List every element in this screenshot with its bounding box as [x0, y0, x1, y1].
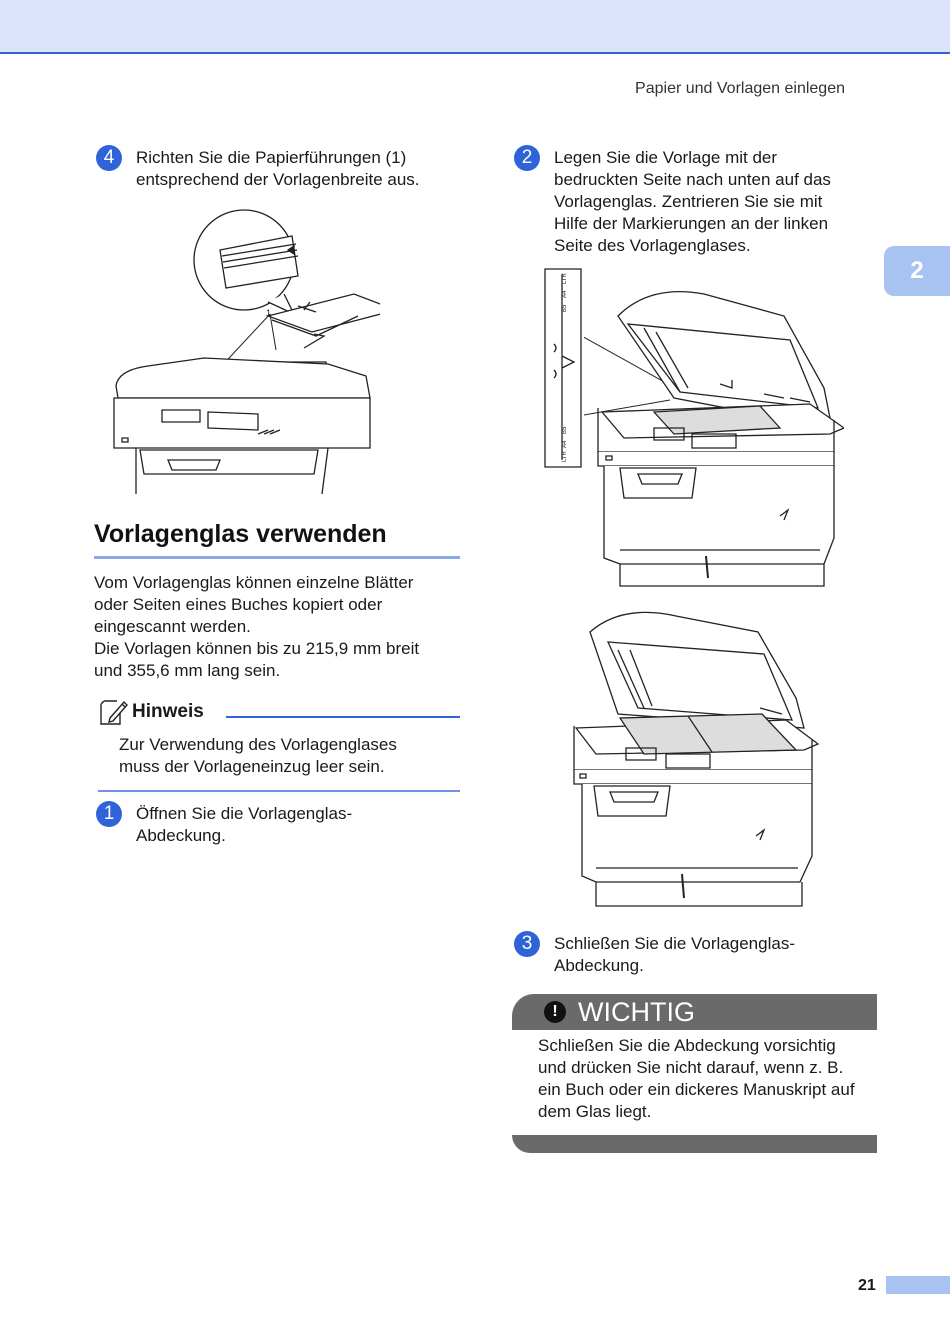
- pencil-note-icon: [100, 700, 128, 725]
- note-body: Zur Verwendung des Vorlagenglases muss d…: [98, 726, 460, 792]
- step-4: 4 Richten Sie die Papierführungen (1) en…: [96, 145, 420, 191]
- running-header: Papier und Vorlagen einlegen: [635, 80, 845, 97]
- printer-adf-illustration: 1: [108, 198, 380, 495]
- header-band: [0, 0, 950, 54]
- step-3: 3 Schließen Sie die Vorlagenglas- Abdeck…: [514, 931, 795, 977]
- step-number-badge: 1: [96, 801, 122, 827]
- scale-label-bottom-1: B5: [562, 426, 568, 434]
- step-text: Richten Sie die Papierführungen (1) ents…: [136, 148, 420, 189]
- step-number-badge: 2: [514, 145, 540, 171]
- note-header: Hinweis: [98, 698, 460, 726]
- important-box: ! WICHTIG Schließen Sie die Abdeckung vo…: [512, 994, 877, 1153]
- footer-bar: [886, 1276, 950, 1294]
- step-text: Legen Sie die Vorlage mit der bedruckten…: [554, 148, 831, 255]
- printer-open-lid-illustration: [584, 288, 844, 594]
- section-body: Vom Vorlagenglas können einzelne Blätter…: [94, 573, 420, 680]
- step-1: 1 Öffnen Sie die Vorlagenglas- Abdeckung…: [96, 801, 353, 847]
- step-text: Schließen Sie die Vorlagenglas- Abdeckun…: [554, 934, 795, 975]
- printer-document-placed-illustration: [568, 610, 822, 916]
- important-body: Schließen Sie die Abdeckung vorsichtig u…: [538, 1036, 855, 1121]
- step-number-badge: 3: [514, 931, 540, 957]
- step-2: 2 Legen Sie die Vorlage mit der bedruckt…: [514, 145, 831, 257]
- note-rule: [225, 716, 460, 718]
- exclamation-icon: !: [544, 1001, 566, 1023]
- scale-label-top-2: A4: [562, 290, 568, 298]
- callout-label: 1: [266, 308, 271, 318]
- important-footer-bar: [512, 1135, 877, 1153]
- section-title: Vorlagenglas verwenden: [94, 520, 460, 559]
- document-scale-strip: LTR A4 B5 B5 A4 LTR: [544, 268, 584, 470]
- note-box: Hinweis Zur Verwendung des Vorlagenglase…: [98, 698, 460, 792]
- step-number-badge: 4: [96, 145, 122, 171]
- note-title: Hinweis: [132, 701, 204, 722]
- scale-label-top-1: LTR: [562, 272, 568, 284]
- scale-label-top-3: B5: [562, 304, 568, 312]
- chapter-tab: 2: [884, 246, 950, 296]
- step-text: Öffnen Sie die Vorlagenglas- Abdeckung.: [136, 804, 353, 845]
- important-title: WICHTIG: [578, 996, 695, 1027]
- scale-label-bottom-2: A4: [562, 440, 568, 448]
- important-header: ! WICHTIG: [512, 994, 877, 1030]
- page-number: 21: [858, 1277, 876, 1294]
- scale-label-bottom-3: LTR: [562, 450, 568, 462]
